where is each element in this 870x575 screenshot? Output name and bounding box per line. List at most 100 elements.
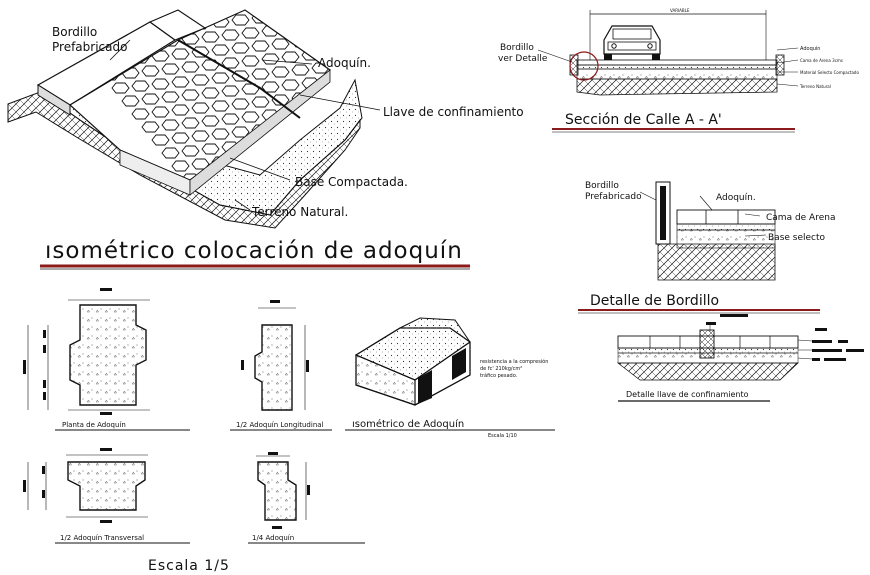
adoquin-tile: [392, 83, 409, 93]
detalle-bordillo-title: Detalle de Bordillo: [590, 293, 719, 309]
seccion-right-labels: Adoquín Cama de Arena 3cms Material Sele…: [776, 45, 859, 89]
adoquin-tile: [241, 111, 260, 123]
adoquin-tile: [342, 18, 359, 28]
adoquin-tile: [191, 74, 210, 86]
dimension-text: VARIABLE: [670, 8, 690, 13]
adoquin-tile: [231, 42, 250, 54]
adoquin-tile: [251, 152, 270, 164]
adoquin-tile: [221, 85, 240, 97]
adoquin-tile: [161, 91, 180, 103]
adoquin-tile: [342, 46, 359, 56]
label-terreno: Terreno Natural.: [251, 205, 348, 219]
nota-line-1: resistencia a la compresión: [480, 358, 548, 365]
adoquin-tile: [192, 0, 209, 1]
adoquin-tile: [161, 63, 180, 75]
seccion-calle-drawing: VARIABLE Bordillo ver Detalle Adoquín: [498, 8, 859, 133]
detalle-llave-drawing: Detalle llave de confinamiento: [616, 314, 864, 402]
adoquin-tile: [291, 36, 310, 48]
detalle-label-cama: Cama de Arena: [766, 213, 835, 223]
adoquin-tile: [201, 87, 220, 99]
adoquin-tile: [261, 53, 280, 65]
adoquin-tile: [301, 21, 320, 33]
adoquin-tile: [211, 128, 230, 140]
seccion-label-adoquin: Adoquín: [800, 45, 820, 52]
adoquin-tile: [52, 5, 69, 15]
adoquin-tile: [382, 154, 399, 164]
adoquin-tile: [181, 61, 200, 73]
adoquin-tile: [362, 156, 379, 166]
adoquin-tile: [332, 5, 349, 15]
adoquin-tile: [412, 137, 429, 147]
adoquin-tile: [121, 11, 140, 23]
adoquin-tile: [251, 96, 270, 108]
adoquin-tile: [141, 65, 160, 77]
adoquin-tile: [191, 102, 210, 114]
adoquin-tile: [372, 141, 389, 151]
adoquin-tile: [392, 139, 409, 149]
isometric-adoquin-shape: [354, 317, 471, 406]
adoquin-tile: [382, 126, 399, 136]
adoquin-tile: [432, 135, 449, 145]
adoquin-tile: [221, 10, 240, 13]
car-icon: [603, 25, 661, 60]
adoquin-tile: [271, 94, 290, 106]
detalle-label-bordillo-2: Prefabricado: [585, 192, 642, 202]
seccion-label-cama: Cama de Arena 3cms: [800, 58, 843, 63]
adoquin-tile: [372, 57, 389, 67]
adoquin-tile: [301, 105, 320, 117]
label-planta: Planta de Adoquín: [62, 421, 126, 429]
label-llave: Llave de confinamiento: [383, 105, 524, 119]
adoquin-tile: [191, 46, 210, 58]
adoquin-tile: [171, 132, 190, 144]
adoquin-tile: [141, 93, 160, 105]
adoquin-tile: [362, 72, 379, 82]
adoquin-tile: [251, 68, 270, 80]
adoquin-tile: [121, 95, 140, 107]
adoquin-tile: [402, 124, 419, 134]
adoquin-tile: [342, 74, 359, 84]
adoquin-tile: [171, 76, 190, 88]
adoquin-tile: [311, 34, 330, 46]
adoquin-tile: [231, 14, 250, 26]
adoquin-tile: [171, 104, 190, 116]
adoquin-tile: [171, 160, 190, 172]
adoquin-tile: [201, 143, 220, 155]
media-transversal-shape: [67, 461, 146, 511]
seccion-label-bordillo: Bordillo: [500, 43, 534, 53]
adoquin-tile: [291, 10, 310, 20]
adoquin-tile: [211, 72, 230, 84]
adoquin-tile: [211, 44, 230, 56]
adoquin-tile: [231, 126, 250, 138]
adoquin-tile: [241, 27, 260, 39]
adoquin-tile: [311, 10, 330, 18]
adoquin-tile: [161, 147, 180, 159]
detalle-label-base: Base selecto: [768, 233, 826, 243]
label-bordillo-1: Bordillo: [52, 25, 97, 39]
adoquin-tile: [151, 78, 170, 90]
cuarto-adoquin-shape: [257, 461, 297, 521]
adoquin-tile: [211, 100, 230, 112]
adoquin-tile: [231, 70, 250, 82]
adoquin-tile: [241, 83, 260, 95]
isometric-main-drawing: Bordillo Prefabricado Adoquín. Llave de …: [7, 0, 524, 270]
adoquin-tile: [132, 0, 149, 7]
label-isometrico-adoquin: ısométrico de Adoquín: [352, 418, 464, 430]
adoquin-tile: [191, 158, 210, 170]
adoquin-tile: [151, 106, 170, 118]
label-transversal: 1/2 Adoquín Transversal: [60, 534, 144, 542]
adoquin-tile: [201, 31, 220, 43]
label-cuarto: 1/4 Adoquín: [252, 534, 294, 542]
adoquin-tile: [422, 150, 439, 160]
adoquin-tile: [422, 122, 439, 132]
adoquin-tile: [111, 82, 130, 94]
adoquin-tile: [282, 0, 299, 6]
adoquin-tile: [231, 98, 250, 110]
seccion-label-material: Material Selecto Compactado: [800, 70, 859, 75]
adoquin-tile: [362, 44, 379, 54]
seccion-title: Sección de Calle A - A': [565, 112, 722, 128]
detalle-bordillo-drawing: Bordillo Prefabricado Adoquín. Cama de A…: [578, 181, 835, 314]
adoquin-tile: [141, 121, 160, 133]
adoquin-tile: [91, 10, 110, 12]
adoquin-tile: [342, 158, 359, 168]
